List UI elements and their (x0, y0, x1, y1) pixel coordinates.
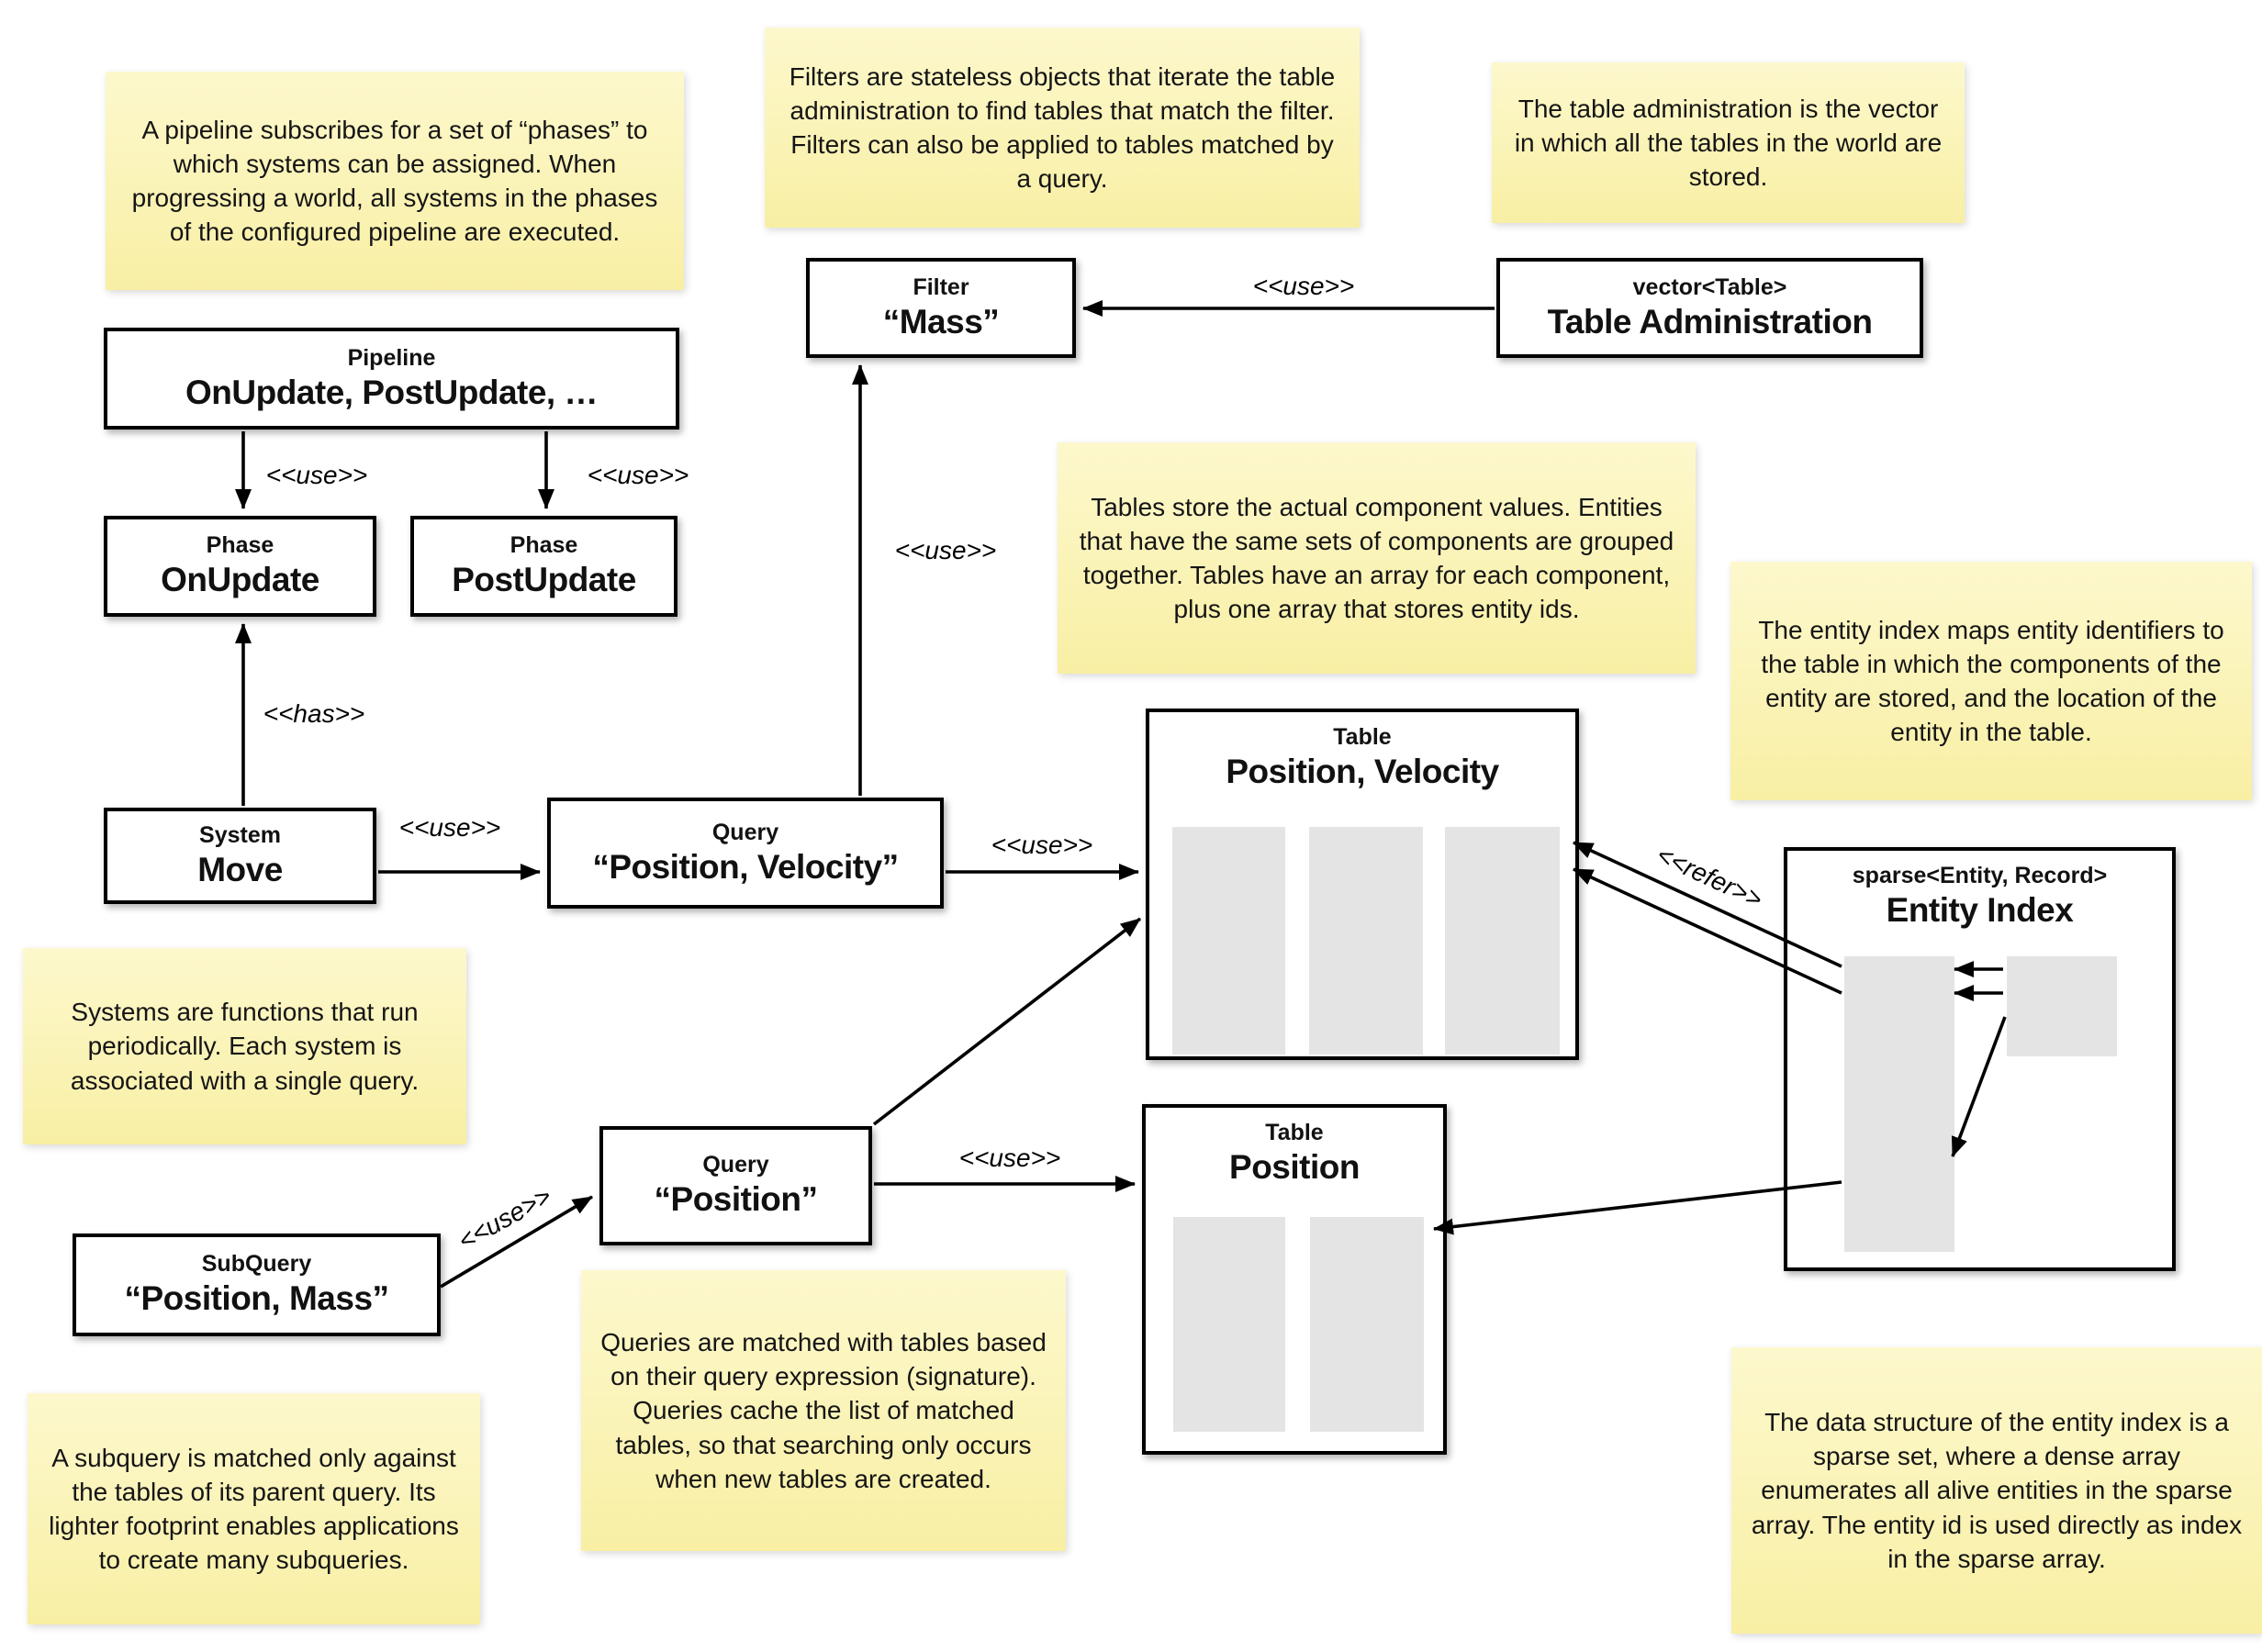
node-table-position-label: Position (1229, 1148, 1360, 1187)
edge-label-use: <<use>> (1252, 272, 1355, 300)
node-filter-mass-stereotype: Filter (913, 273, 969, 300)
node-table-administration: vector<Table> Table Administration (1496, 258, 1923, 358)
note-pipeline: A pipeline subscribes for a set of “phas… (106, 72, 684, 290)
node-subquery-position-mass-stereotype: SubQuery (201, 1251, 312, 1278)
dense-array (2007, 956, 2117, 1056)
arrow-queryposition-to-table-pv (872, 917, 1142, 1126)
node-query-position-label: “Position” (654, 1180, 818, 1219)
note-entity-index: The entity index maps entity identifiers… (1730, 562, 2252, 800)
edge-label-use: <<use>> (958, 1144, 1061, 1172)
node-system-move-label: Move (197, 850, 283, 888)
node-query-position-velocity-label: “Position, Velocity” (592, 847, 899, 886)
component-array (1309, 827, 1423, 1055)
node-pipeline-label: OnUpdate, PostUpdate, … (185, 373, 598, 411)
node-table-position-stereotype: Table (1265, 1120, 1324, 1145)
node-entity-index: sparse<Entity, Record> Entity Index (1784, 847, 2176, 1271)
note-table-administration: The table administration is the vector i… (1492, 62, 1965, 223)
node-phase-onupdate: Phase OnUpdate (104, 516, 376, 617)
node-table-administration-label: Table Administration (1547, 302, 1873, 340)
node-query-position-velocity: Query “Position, Velocity” (547, 798, 944, 909)
edge-label-use: <<use>> (587, 461, 689, 489)
sparse-array (1844, 956, 1954, 1252)
component-array (1172, 827, 1285, 1055)
node-subquery-position-mass-label: “Position, Mass” (124, 1279, 389, 1318)
note-subquery: A subquery is matched only against the t… (28, 1393, 480, 1624)
note-sparse-set: The data structure of the entity index i… (1731, 1347, 2262, 1634)
node-phase-onupdate-stereotype: Phase (206, 532, 274, 559)
node-query-position-velocity-stereotype: Query (711, 819, 779, 845)
node-pipeline-stereotype: Pipeline (347, 344, 436, 371)
node-phase-postupdate-stereotype: Phase (510, 532, 578, 559)
node-subquery-position-mass: SubQuery “Position, Mass” (73, 1233, 441, 1336)
note-systems: Systems are functions that run periodica… (23, 948, 466, 1144)
node-table-administration-stereotype: vector<Table> (1632, 273, 1787, 300)
node-entity-index-stereotype: sparse<Entity, Record> (1852, 863, 2108, 888)
edge-label-has: <<has>> (263, 699, 365, 728)
node-table-position-velocity: Table Position, Velocity (1146, 709, 1579, 1060)
node-phase-onupdate-label: OnUpdate (161, 561, 319, 599)
node-table-position-velocity-stereotype: Table (1333, 724, 1392, 750)
note-queries: Queries are matched with tables based on… (581, 1270, 1066, 1551)
arrow-entityindex-to-table-p (1433, 1180, 1842, 1235)
node-pipeline: Pipeline OnUpdate, PostUpdate, … (104, 328, 679, 430)
edge-label-use: <<use>> (398, 813, 501, 842)
edge-label-refer: <<refer>> (1652, 840, 1767, 914)
node-query-position: Query “Position” (599, 1126, 872, 1245)
component-array (1445, 827, 1560, 1055)
node-phase-postupdate-label: PostUpdate (452, 561, 636, 599)
node-system-move: System Move (104, 808, 376, 904)
node-table-position: Table Position (1142, 1104, 1447, 1455)
node-phase-postupdate: Phase PostUpdate (410, 516, 677, 617)
node-system-move-stereotype: System (199, 821, 281, 848)
edge-label-use: <<use>> (265, 461, 368, 489)
node-table-position-velocity-label: Position, Velocity (1226, 753, 1499, 791)
node-query-position-stereotype: Query (702, 1152, 769, 1178)
note-filters: Filters are stateless objects that itera… (765, 28, 1360, 228)
edge-label-use: <<use>> (453, 1181, 556, 1256)
node-filter-mass: Filter “Mass” (806, 258, 1076, 358)
node-filter-mass-label: “Mass” (882, 302, 1000, 340)
edge-label-use: <<use>> (991, 831, 1093, 859)
note-tables: Tables store the actual component values… (1058, 442, 1696, 674)
component-array (1310, 1217, 1424, 1432)
edge-label-use: <<use>> (894, 536, 997, 564)
node-entity-index-label: Entity Index (1886, 891, 2074, 930)
component-array (1173, 1217, 1285, 1432)
